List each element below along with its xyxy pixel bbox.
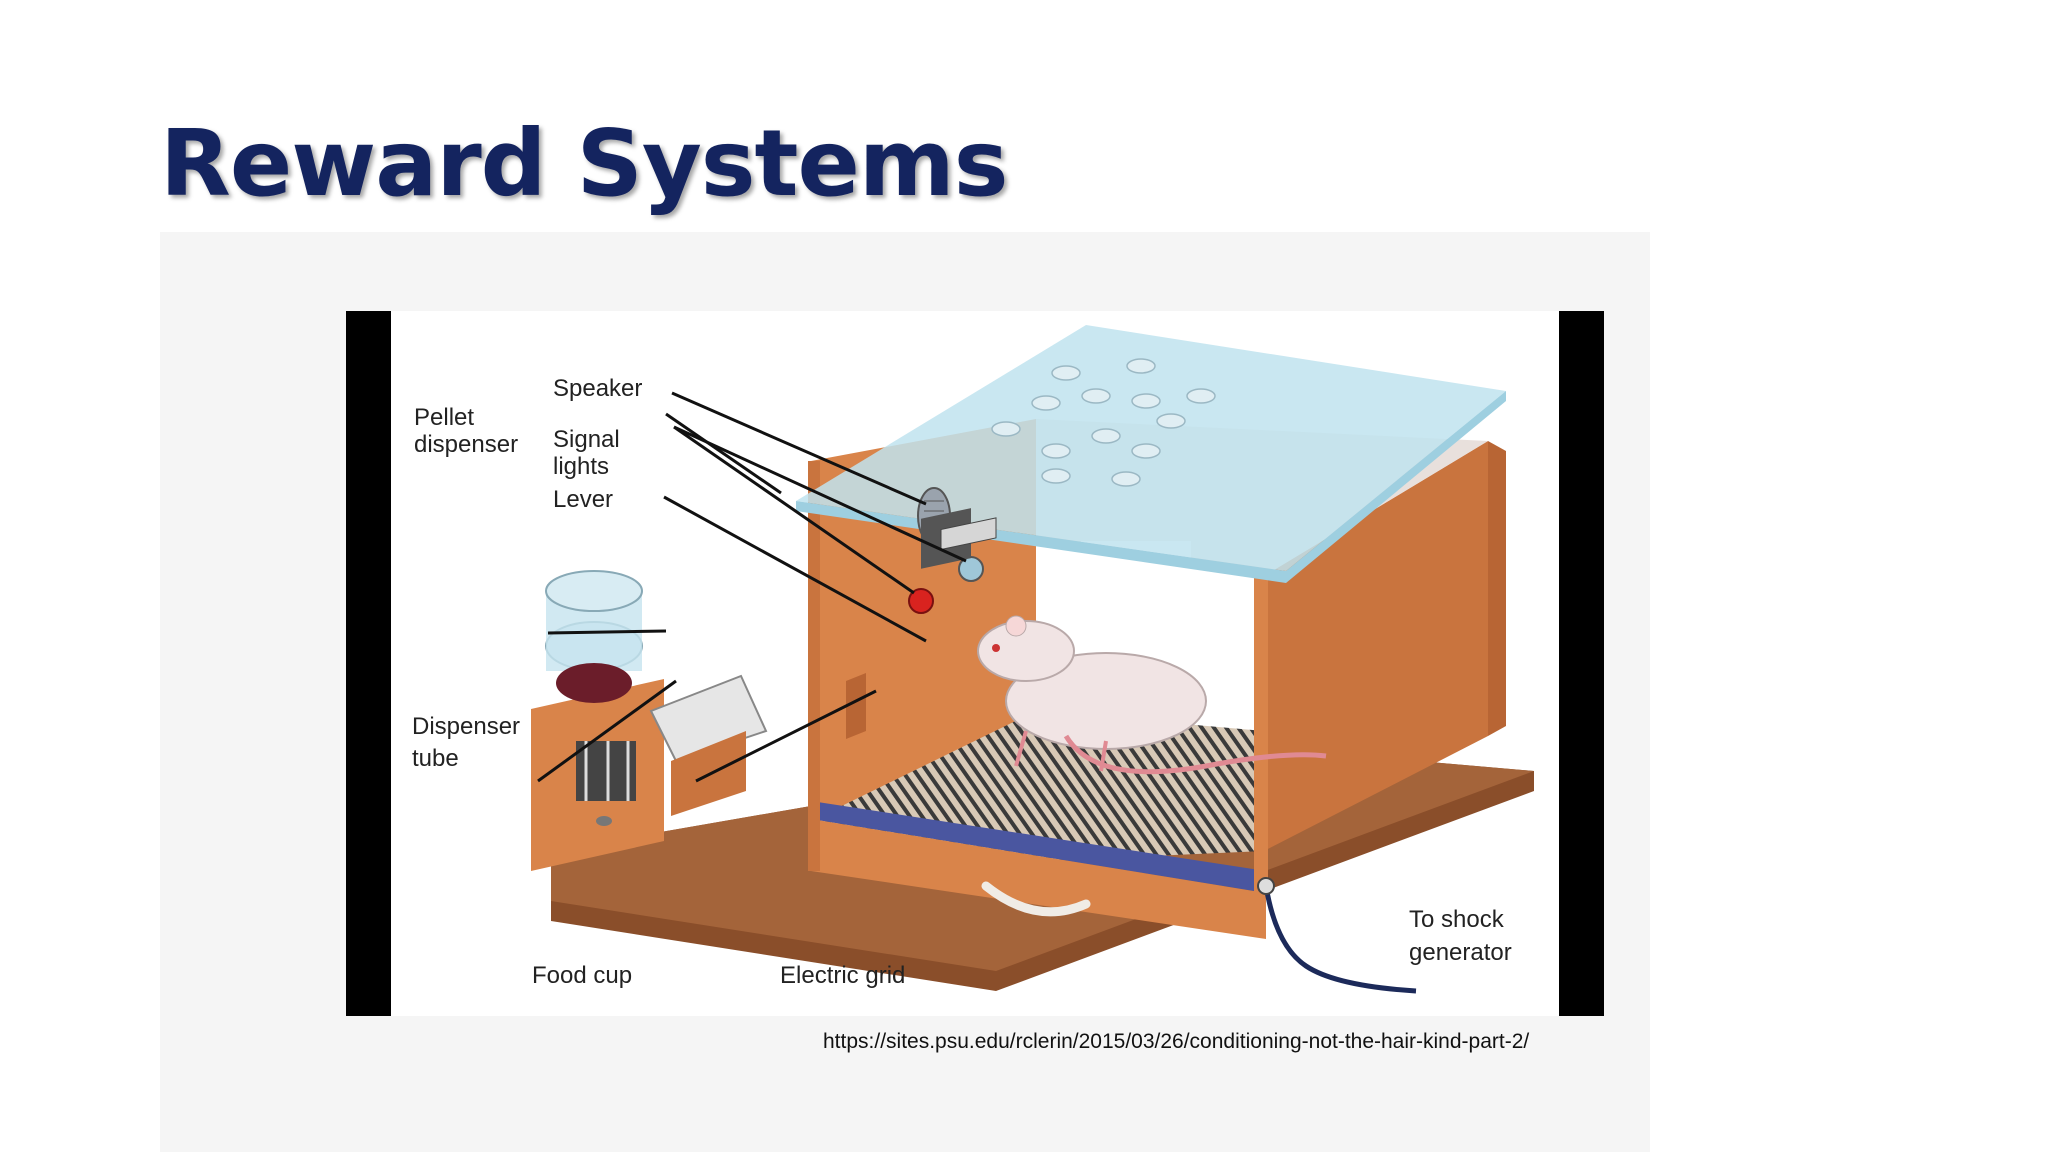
label-electric-grid: Electric grid — [780, 962, 905, 989]
signal-light-red — [908, 588, 934, 614]
label-shock-1: To shock — [1409, 906, 1505, 933]
label-pellet-2: dispenser — [414, 431, 518, 458]
rat — [977, 615, 1327, 775]
pointer-lines — [537, 391, 967, 783]
lever-pointer — [663, 495, 927, 643]
label-signal-1: Signal — [553, 426, 620, 453]
speaker-pointer — [671, 391, 927, 506]
label-dispenser-1: Dispenser — [412, 713, 520, 740]
signal-pointer-1 — [673, 425, 967, 563]
drawer-handle — [981, 881, 1091, 917]
food-cup-pointer — [537, 679, 677, 783]
label-signal-2: lights — [553, 453, 609, 480]
cage-box — [796, 325, 1506, 939]
label-dispenser-2: tube — [412, 745, 459, 772]
dispenser-pointer — [547, 629, 667, 635]
skinner-box-figure: Speaker Pellet dispenser Signal lights L… — [346, 311, 1604, 1016]
label-food-cup: Food cup — [532, 962, 632, 989]
grid-rail — [811, 801, 1266, 893]
label-pellet-1: Pellet — [414, 404, 474, 431]
label-lever: Lever — [553, 486, 613, 513]
label-shock-2: generator — [1409, 939, 1512, 966]
signal-pointer-2 — [673, 425, 915, 595]
pellet-dispenser — [531, 570, 664, 871]
label-speaker: Speaker — [553, 375, 642, 402]
source-url: https://sites.psu.edu/rclerin/2015/03/26… — [823, 1030, 1530, 1053]
pellet-pointer — [665, 412, 782, 495]
shock-cable — [1263, 885, 1417, 994]
grid-pointer — [695, 689, 877, 783]
slide-title: Reward Systems — [160, 110, 1009, 217]
lever — [921, 508, 997, 569]
